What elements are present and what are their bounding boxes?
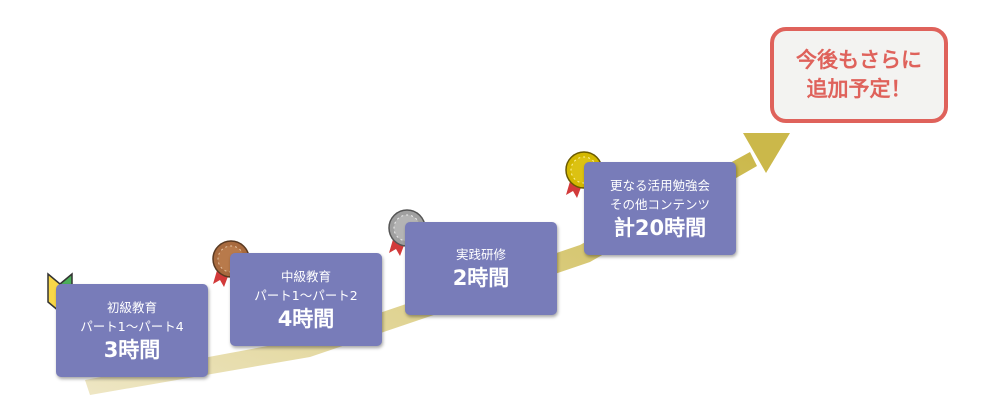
step-hours: 3時間 xyxy=(103,337,161,362)
arrow-head xyxy=(743,133,790,173)
step-practical: 実践研修 2時間 xyxy=(405,222,557,315)
step-subtitle: その他コンテンツ xyxy=(609,196,710,212)
step-hours: 2時間 xyxy=(452,266,510,290)
step-beginner: 初級教育 パート1～パート4 3時間 xyxy=(56,284,208,377)
step-title: 更なる活用勉強会 xyxy=(609,177,710,193)
callout-line2: 追加予定！ xyxy=(806,77,912,101)
step-intermediate: 中級教育 パート1～パート2 4時間 xyxy=(230,253,382,346)
step-title: 実践研修 xyxy=(455,247,506,262)
step-subtitle: パート1～パート4 xyxy=(80,318,184,334)
more-coming-callout: 今後もさらに 追加予定！ xyxy=(770,27,948,123)
step-title: 中級教育 xyxy=(280,268,331,284)
callout-line1: 今後もさらに xyxy=(796,48,922,72)
step-advanced: 更なる活用勉強会 その他コンテンツ 計20時間 xyxy=(584,162,736,255)
step-title: 初級教育 xyxy=(106,299,157,315)
step-hours: 計20時間 xyxy=(613,215,707,240)
step-subtitle: パート1～パート2 xyxy=(254,287,358,303)
step-hours: 4時間 xyxy=(277,306,335,331)
